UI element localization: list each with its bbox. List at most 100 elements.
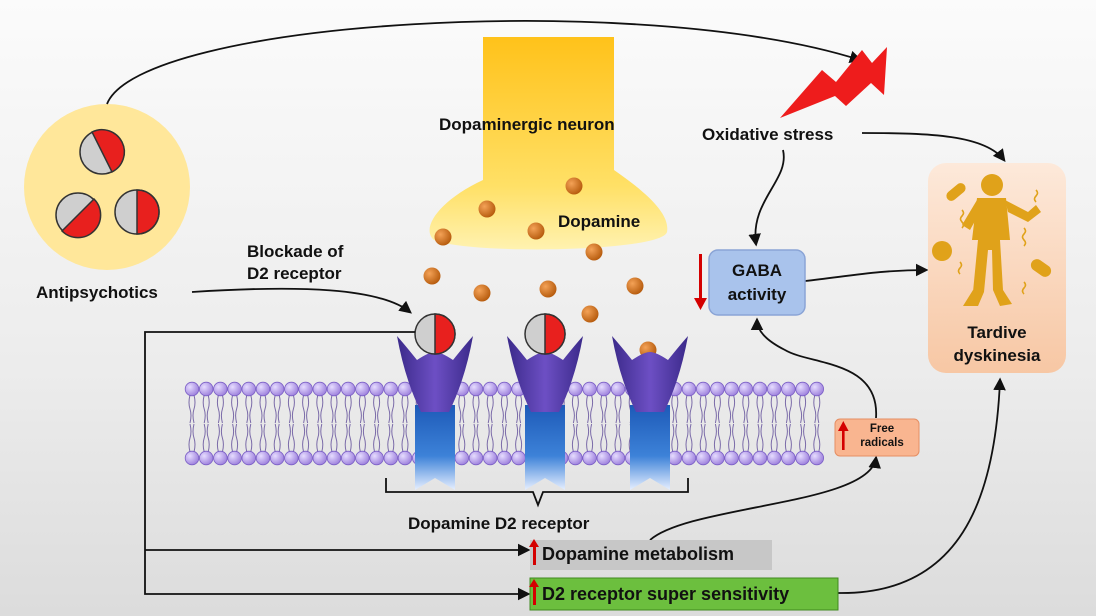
lipid-tail xyxy=(500,423,508,453)
gaba-label-line1: GABA xyxy=(731,261,783,280)
lipid-head xyxy=(752,450,768,466)
antipsychotics-label: Antipsychotics xyxy=(36,283,158,302)
lipid-tail xyxy=(770,423,778,453)
free-radicals-box xyxy=(834,418,920,457)
receptor-bracket xyxy=(385,478,689,508)
lipid-tail xyxy=(358,394,366,424)
lightning-bolt-icon xyxy=(780,47,887,118)
blockade-label-line1: Blockade of xyxy=(247,242,344,261)
oxidative-stress-label: Oxidative stress xyxy=(702,125,834,144)
lipid-head xyxy=(270,450,285,466)
lipid-tail xyxy=(302,394,310,424)
lipid-head xyxy=(326,450,342,466)
line-blockade-feedback xyxy=(144,331,531,601)
lipid-head xyxy=(696,381,711,397)
lipid-tail xyxy=(273,394,281,424)
lipid-head xyxy=(596,381,612,397)
arrow-free-radicals-to-gaba xyxy=(750,317,877,419)
lipid-head xyxy=(241,450,257,466)
lipid-tail xyxy=(799,394,807,424)
lipid-head xyxy=(483,381,498,397)
lipid-tail xyxy=(401,394,409,424)
arrow-metabolism-to-free-radicals xyxy=(649,455,881,541)
lipid-tail xyxy=(344,423,352,453)
antipsychotics-circle xyxy=(24,104,190,270)
tremor-lines xyxy=(957,189,1039,295)
lipid-tail xyxy=(713,423,721,453)
lipid-head xyxy=(809,450,825,466)
lipid-tail xyxy=(486,423,494,453)
lipid-tail xyxy=(784,394,792,424)
lipid-head xyxy=(568,381,583,397)
lipid-head xyxy=(724,381,739,397)
lipid-head xyxy=(355,381,370,397)
lipid-head xyxy=(383,381,399,397)
lipid-tail xyxy=(316,423,324,453)
arrow-oxidative-to-tardive xyxy=(861,132,1006,163)
dopaminergic-neuron-label: Dopaminergic neuron xyxy=(439,115,615,134)
lipid-tail xyxy=(188,423,196,453)
lipid-head xyxy=(809,381,825,397)
lipid-tail xyxy=(259,394,267,424)
arrow-antipsychotics-to-oxidative-stress xyxy=(106,20,863,105)
tardive-label-line1: Tardive xyxy=(967,323,1027,342)
lipid-head xyxy=(397,450,413,466)
receptor-binding-site xyxy=(397,336,473,412)
lipid-head xyxy=(795,381,810,397)
lipid-tail xyxy=(784,423,792,453)
lipid-head xyxy=(383,450,399,466)
lipid-tail xyxy=(245,394,253,424)
red-up-arrow-icon xyxy=(529,539,539,566)
lipid-tail xyxy=(401,423,409,453)
lipid-head xyxy=(610,381,626,397)
lipid-tail xyxy=(770,394,778,424)
lipid-head xyxy=(781,450,796,466)
lipid-tail xyxy=(472,394,480,424)
lipid-tail xyxy=(515,423,523,453)
lipid-head xyxy=(213,381,228,397)
lipid-head xyxy=(681,450,697,466)
lipid-head xyxy=(184,381,200,397)
lipid-head xyxy=(710,450,725,466)
dopamine-metabolism-box xyxy=(530,540,772,570)
lipid-head xyxy=(227,381,242,397)
lipid-tail xyxy=(458,394,466,424)
d2-super-sensitivity-label: D2 receptor super sensitivity xyxy=(529,579,789,606)
lipid-head xyxy=(724,450,739,466)
dopamine-label: Dopamine xyxy=(558,212,641,231)
capsule-icon xyxy=(55,192,102,239)
receptor-stem xyxy=(525,405,565,490)
lipid-head xyxy=(511,450,526,466)
lipid-head xyxy=(341,381,356,397)
lipid-tail xyxy=(344,394,352,424)
lipid-tail xyxy=(373,394,381,424)
capsule-icon xyxy=(524,313,566,355)
d2-super-sensitivity-box xyxy=(529,577,839,611)
lipid-tail xyxy=(231,394,239,424)
lipid-tail xyxy=(756,423,764,453)
lipid-tail xyxy=(742,394,750,424)
lipid-tail xyxy=(671,394,679,424)
lipid-tail xyxy=(813,423,821,453)
lipid-tail xyxy=(685,423,693,453)
lipid-tail xyxy=(358,423,366,453)
lipid-tail xyxy=(713,394,721,424)
lipid-head xyxy=(710,381,725,397)
lipid-head xyxy=(198,381,214,397)
lipid-tail xyxy=(287,423,295,453)
lipid-tail xyxy=(302,423,310,453)
lipid-tail xyxy=(614,423,622,453)
lipid-tail xyxy=(216,394,224,424)
red-up-arrow-icon xyxy=(838,421,849,450)
lipid-tail xyxy=(586,423,594,453)
free-radicals-label-line1: Free xyxy=(869,423,895,435)
lipid-head xyxy=(369,450,384,466)
lipid-head xyxy=(184,450,200,466)
lipid-head xyxy=(298,381,313,397)
lipid-tail xyxy=(600,394,608,424)
lipid-head xyxy=(497,450,512,466)
lipid-head xyxy=(752,381,768,397)
lipid-tail xyxy=(387,394,395,424)
lipid-tail xyxy=(500,394,508,424)
